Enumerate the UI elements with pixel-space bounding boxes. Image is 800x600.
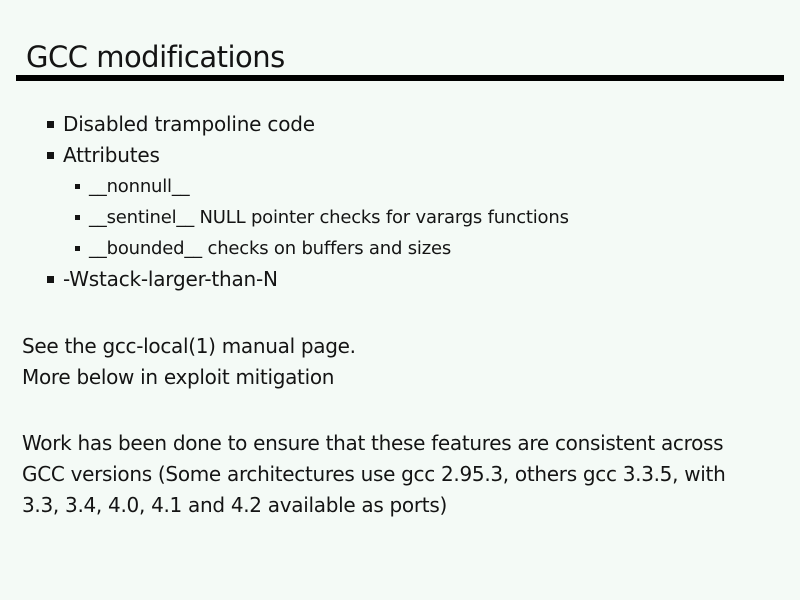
note-line-manual-page: See the gcc-local(1) manual page. — [22, 334, 356, 358]
bullet-square-icon — [47, 152, 54, 159]
bullet-text: __bounded__ checks on buffers and sizes — [89, 238, 451, 259]
bullet-item-nonnull: __nonnull__ — [75, 171, 800, 202]
notes-block: See the gcc-local(1) manual page. More b… — [22, 331, 356, 393]
title-underline-rule — [16, 75, 784, 81]
bullet-square-icon — [47, 276, 54, 283]
note-line-exploit-mitigation: More below in exploit mitigation — [22, 365, 335, 389]
bullet-list: Disabled trampoline code Attributes __no… — [0, 109, 800, 295]
bullet-text: Disabled trampoline code — [63, 112, 315, 136]
bullet-item-sentinel: __sentinel__ NULL pointer checks for var… — [75, 202, 800, 233]
bullet-item-attributes: Attributes — [47, 140, 800, 171]
paragraph-line-3: 3.3, 3.4, 4.0, 4.1 and 4.2 available as … — [22, 493, 447, 517]
bullet-item-disabled-trampoline: Disabled trampoline code — [47, 109, 800, 140]
bullet-item-wstack: -Wstack-larger-than-N — [47, 264, 800, 295]
bullet-square-icon — [47, 121, 54, 128]
bullet-dot-icon — [75, 215, 80, 220]
bullet-text: Attributes — [63, 143, 160, 167]
bullet-dot-icon — [75, 246, 80, 251]
bullet-item-bounded: __bounded__ checks on buffers and sizes — [75, 233, 800, 264]
bullet-text: __sentinel__ NULL pointer checks for var… — [89, 207, 569, 228]
paragraph-line-2: GCC versions (Some architectures use gcc… — [22, 462, 726, 486]
slide-title: GCC modifications — [26, 40, 285, 74]
bullet-dot-icon — [75, 184, 80, 189]
bullet-text: -Wstack-larger-than-N — [63, 267, 278, 291]
paragraph-block: Work has been done to ensure that these … — [22, 428, 726, 521]
bullet-text: __nonnull__ — [89, 176, 190, 197]
paragraph-line-1: Work has been done to ensure that these … — [22, 431, 724, 455]
